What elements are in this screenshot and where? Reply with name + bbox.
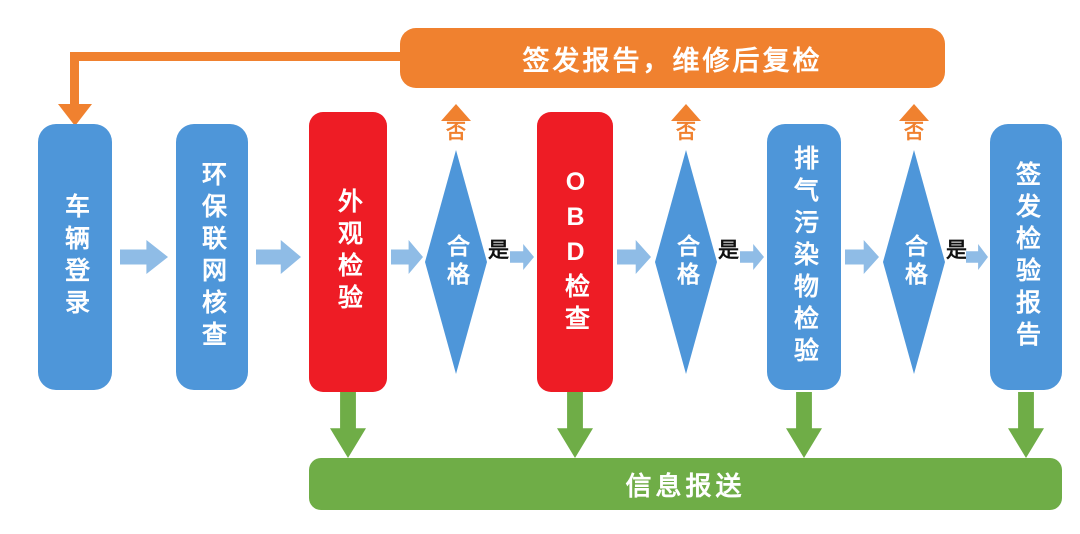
node-issue-report: 签发检验报告 [990,124,1062,390]
no-branch-1: 否 [434,104,478,144]
down-arrow-icon [557,392,593,458]
up-arrow-icon [899,104,929,121]
flow-arrow-icon [510,244,534,270]
no-branch-3: 否 [892,104,936,144]
return-line-horizontal [70,52,400,61]
flow-arrow-icon [966,244,988,270]
decision-qualified-2: 合格 [655,150,717,374]
no-label: 否 [446,121,466,143]
no-label: 否 [904,121,924,143]
flow-arrow-icon [256,240,301,274]
no-branch-2: 否 [664,104,708,144]
node-label: 车辆登录 [61,193,90,321]
down-arrowhead-icon [58,104,92,126]
yes-label: 是 [718,239,739,262]
decision-qualified-3: 合格 [883,150,945,374]
decision-qualified-1: 合格 [425,150,487,374]
flow-arrow-icon [617,240,651,274]
up-arrow-icon [441,104,471,121]
flow-arrow-icon [845,240,879,274]
yes-label: 是 [946,239,967,262]
info-report-label: 信息报送 [625,470,746,501]
node-label: 外观检验 [334,188,363,316]
no-label: 否 [676,121,696,143]
node-label: 签发检验报告 [1012,161,1041,353]
down-arrow-icon [1008,392,1044,458]
yes-label: 是 [488,239,509,262]
report-reinspect-label: 签发报告，维修后复检 [522,45,823,76]
decision-label: 合格 [443,234,470,290]
node-appearance-inspection: 外观检验 [309,112,387,392]
down-arrow-icon [786,392,822,458]
decision-label: 合格 [673,234,700,290]
decision-label: 合格 [901,234,928,290]
node-vehicle-login: 车辆登录 [38,124,112,390]
node-label: 排气污染物检验 [790,145,819,369]
report-reinspect-box: 签发报告，维修后复检 [400,28,945,88]
flow-arrow-icon [740,244,764,270]
flow-arrow-icon [120,240,168,274]
return-line-vertical [70,52,79,106]
up-arrow-icon [671,104,701,121]
flow-arrow-icon [391,240,423,274]
info-report-box: 信息报送 [309,458,1062,510]
node-env-network-check: 环保联网核查 [176,124,248,390]
node-exhaust-inspection: 排气污染物检验 [767,124,841,390]
node-label: OBD检查 [561,167,590,337]
down-arrow-icon [330,392,366,458]
node-label: 环保联网核查 [198,161,227,353]
node-obd-check: OBD检查 [537,112,613,392]
